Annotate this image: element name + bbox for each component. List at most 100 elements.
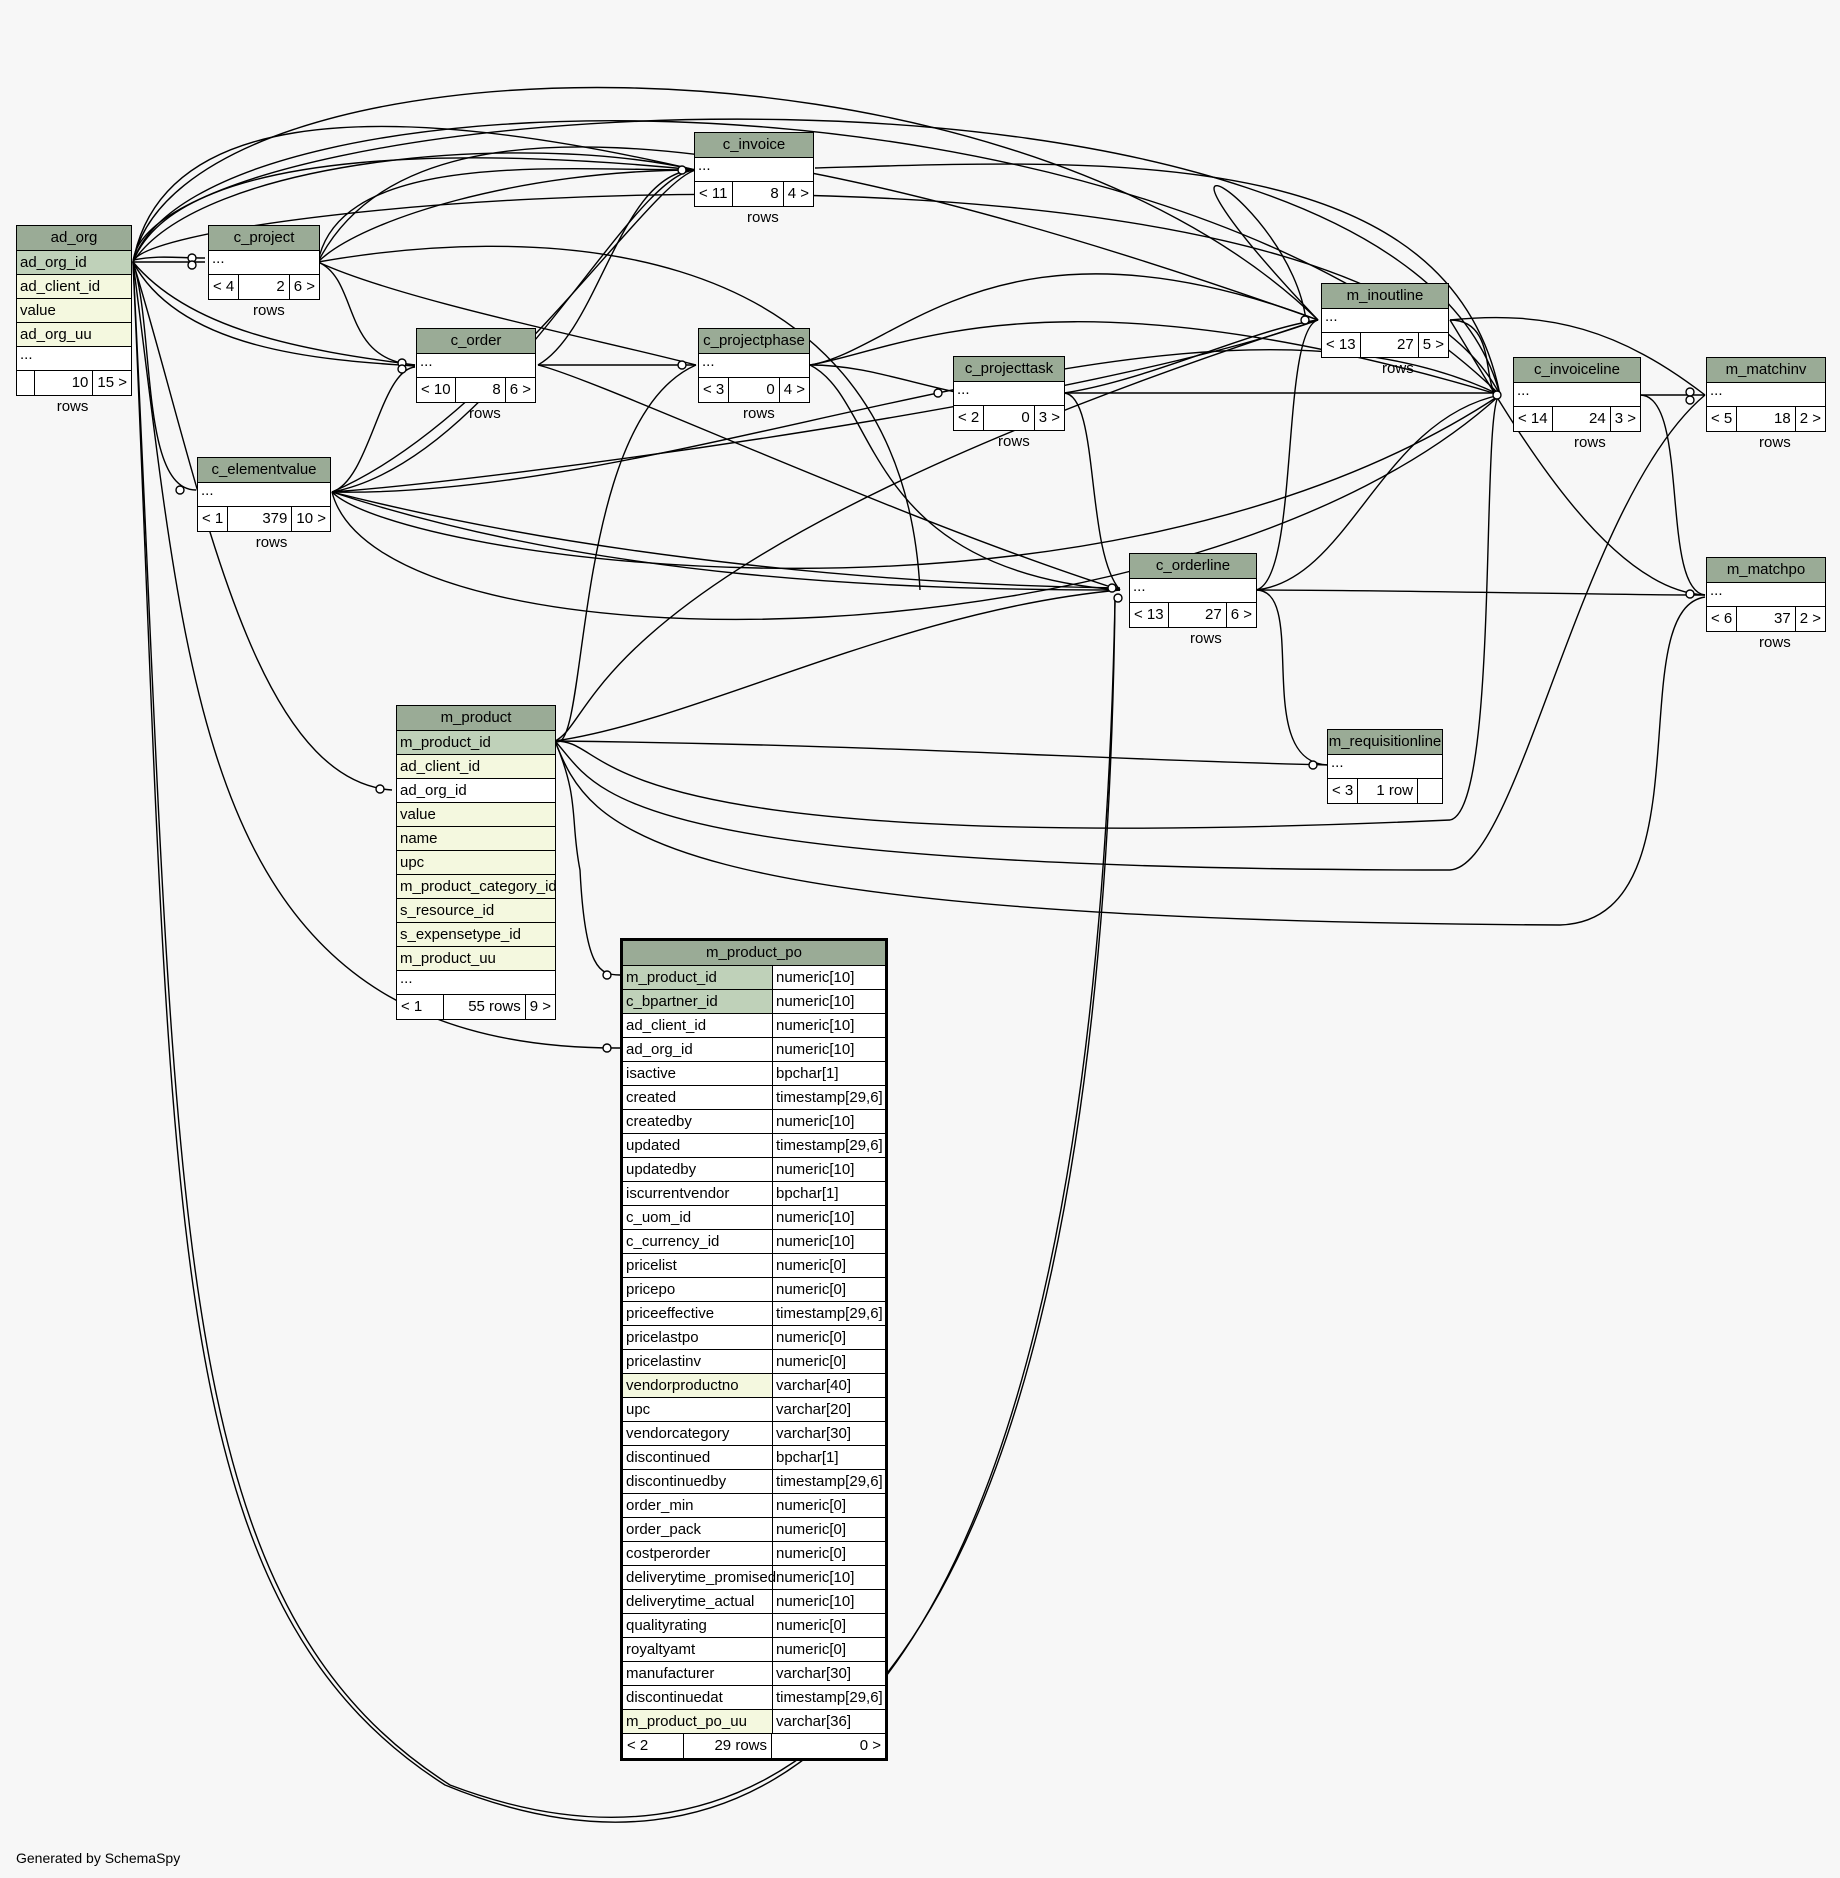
column-row: ...	[695, 158, 813, 182]
column-row: m_product_uu	[397, 947, 555, 971]
column-name: ad_client_id	[623, 1014, 773, 1037]
column-name: m_product_po_uu	[623, 1710, 773, 1733]
children-count[interactable]: 10 >	[296, 510, 326, 527]
children-count[interactable]: 3 >	[1038, 409, 1060, 426]
column-row: ...	[699, 354, 809, 378]
table-title: c_invoice	[695, 133, 813, 158]
parents-count[interactable]: < 14	[1514, 407, 1553, 431]
column-type: numeric[10]	[776, 1233, 855, 1250]
column-type: varchar[20]	[776, 1401, 852, 1418]
children-count[interactable]: 9 >	[529, 998, 551, 1015]
table-m-matchpo[interactable]: m_matchpo ... < 6 37 rows 2 >	[1706, 557, 1826, 651]
column-name: pricelastpo	[623, 1326, 773, 1349]
children-count[interactable]: 2 >	[1799, 610, 1821, 627]
table-footer: < 11 8 rows 4 >	[695, 182, 813, 226]
table-c-projecttask[interactable]: c_projecttask ... < 2 0 rows 3 >	[953, 356, 1065, 450]
column-type: numeric[0]	[776, 1497, 847, 1514]
column-name: qualityrating	[623, 1614, 773, 1637]
parents-count[interactable]	[17, 371, 35, 395]
column-name: isactive	[623, 1062, 773, 1085]
column-type: timestamp[29,6]	[776, 1305, 883, 1322]
column-type: varchar[36]	[773, 1710, 885, 1733]
table-c-order[interactable]: c_order ... < 10 8 rows 6 >	[416, 328, 536, 422]
parents-count[interactable]: < 13	[1130, 603, 1169, 627]
children-count[interactable]	[1418, 779, 1442, 803]
parents-count[interactable]: < 10	[417, 378, 456, 402]
table-c-invoiceline[interactable]: c_invoiceline ... < 14 24 rows 3 >	[1513, 357, 1641, 451]
children-count[interactable]: 0 >	[859, 1737, 881, 1754]
table-ad-org[interactable]: ad_org ad_org_id ad_client_id value ad_o…	[16, 225, 132, 415]
parents-count[interactable]: < 2	[954, 406, 985, 430]
table-title: c_elementvalue	[198, 458, 330, 483]
row-count: 0 rows	[729, 378, 780, 422]
column-row: ...	[1130, 579, 1256, 603]
table-footer: < 1 55 rows 9 >	[397, 995, 555, 1019]
children-count[interactable]: 4 >	[787, 185, 809, 202]
column-name: c_uom_id	[623, 1206, 773, 1229]
table-c-elementvalue[interactable]: c_elementvalue ... < 1 379 rows 10 >	[197, 457, 331, 551]
table-m-inoutline[interactable]: m_inoutline ... < 13 27 rows 5 >	[1321, 283, 1449, 377]
column-row: s_resource_id	[397, 899, 555, 923]
column-row: m_product_category_id	[397, 875, 555, 899]
table-title: m_product_po	[623, 941, 885, 966]
children-count[interactable]: 6 >	[509, 381, 531, 398]
table-c-projectphase[interactable]: c_projectphase ... < 3 0 rows 4 >	[698, 328, 810, 422]
children-count[interactable]: 2 >	[1799, 410, 1821, 427]
table-m-matchinv[interactable]: m_matchinv ... < 5 18 rows 2 >	[1706, 357, 1826, 451]
table-m-requisitionline[interactable]: m_requisitionline ... < 3 1 row	[1327, 729, 1443, 804]
parents-count[interactable]: < 3	[1328, 779, 1359, 803]
column-type: timestamp[29,6]	[776, 1689, 883, 1706]
children-count[interactable]: 4 >	[783, 381, 805, 398]
column-row: ...	[1707, 583, 1825, 607]
column-row: upc	[397, 851, 555, 875]
table-m-product[interactable]: m_product m_product_id ad_client_id ad_o…	[396, 705, 556, 1020]
parents-count[interactable]: < 5	[1707, 407, 1738, 431]
children-count[interactable]: 6 >	[293, 278, 315, 295]
table-c-invoice[interactable]: c_invoice ... < 11 8 rows 4 >	[694, 132, 814, 226]
children-count[interactable]: 5 >	[1422, 336, 1444, 353]
column-row: ...	[17, 347, 131, 371]
table-title: c_orderline	[1130, 554, 1256, 579]
children-count[interactable]: 6 >	[1230, 606, 1252, 623]
column-row: ad_org_uu	[17, 323, 131, 347]
children-count[interactable]: 15 >	[97, 374, 127, 391]
table-c-project[interactable]: c_project ... < 4 2 rows 6 >	[208, 225, 320, 319]
column-name: royaltyamt	[623, 1638, 773, 1661]
table-title: m_matchinv	[1707, 358, 1825, 383]
column-type: varchar[30]	[776, 1425, 852, 1442]
column-row: ad_client_id	[397, 755, 555, 779]
column-type: numeric[0]	[776, 1281, 847, 1298]
column-name: order_pack	[623, 1518, 773, 1541]
parents-count[interactable]: < 4	[209, 275, 240, 299]
parents-count[interactable]: < 1	[397, 995, 444, 1019]
column-row: ad_org_id	[397, 779, 555, 803]
column-name: pricelist	[623, 1254, 773, 1277]
parents-count[interactable]: < 1	[198, 507, 229, 531]
parents-count[interactable]: < 3	[699, 378, 730, 402]
column-type: timestamp[29,6]	[776, 1089, 883, 1106]
parents-count[interactable]: < 13	[1322, 333, 1361, 357]
parents-count[interactable]: < 6	[1707, 607, 1738, 631]
parents-count[interactable]: < 11	[695, 182, 733, 206]
parents-count[interactable]: < 2	[623, 1734, 684, 1758]
row-count: 10 rows	[35, 371, 94, 415]
children-count[interactable]: 3 >	[1614, 410, 1636, 427]
column-row: ...	[1322, 309, 1448, 333]
column-row: value	[397, 803, 555, 827]
table-c-orderline[interactable]: c_orderline ... < 13 27 rows 6 >	[1129, 553, 1257, 647]
